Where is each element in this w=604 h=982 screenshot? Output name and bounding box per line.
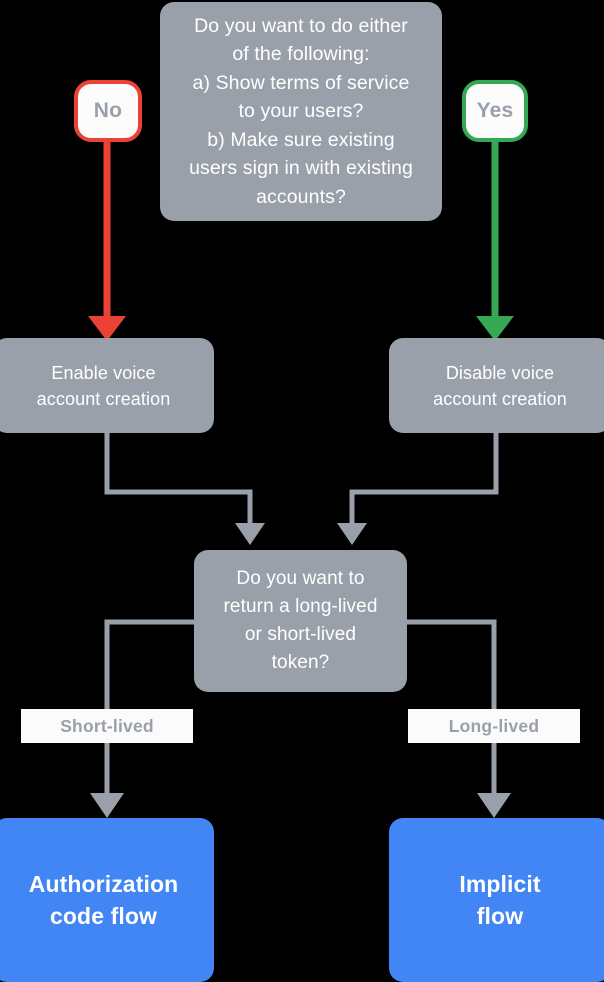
edge-label-short-lived-text: Short-lived bbox=[60, 715, 154, 736]
decision-2-line-3: or short-lived bbox=[244, 624, 357, 645]
edge-label-long-lived: Long-lived bbox=[408, 709, 580, 743]
decision-node-token-lifetime-text: Do you want to return a long-lived or sh… bbox=[214, 565, 388, 677]
decision-1-line-4: to your users? bbox=[238, 100, 364, 123]
edge-enable-to-decision2 bbox=[104, 430, 265, 545]
decision-2-line-1: Do you want to bbox=[236, 568, 365, 589]
terminal-node-implicit-flow-text: Implicit flow bbox=[459, 868, 540, 932]
auth-line-1: Authorization bbox=[28, 871, 179, 897]
implicit-line-2: flow bbox=[476, 903, 524, 929]
decision-node-account-creation-text: Do you want to do either of the followin… bbox=[179, 12, 423, 212]
decision-1-line-2: of the following: bbox=[232, 43, 370, 66]
decision-1-line-6: users sign in with existing bbox=[189, 157, 413, 180]
edge-disable-to-decision2 bbox=[337, 430, 499, 545]
process-node-enable-voice-account-creation[interactable]: Enable voice account creation bbox=[0, 338, 214, 433]
decision-node-account-creation[interactable]: Do you want to do either of the followin… bbox=[160, 2, 442, 221]
edge-no-to-enable bbox=[88, 140, 126, 341]
edge-label-short-lived: Short-lived bbox=[21, 709, 193, 743]
process-node-enable-text: Enable voice account creation bbox=[27, 360, 181, 412]
edge-yes-to-disable bbox=[476, 140, 514, 341]
decision-1-line-7: accounts? bbox=[256, 185, 346, 208]
decision-1-line-1: Do you want to do either bbox=[194, 14, 408, 37]
process-node-disable-voice-account-creation[interactable]: Disable voice account creation bbox=[389, 338, 604, 433]
process-node-disable-text: Disable voice account creation bbox=[423, 360, 577, 412]
enable-line-2: account creation bbox=[36, 388, 171, 409]
decision-1-line-5: b) Make sure existing bbox=[207, 128, 395, 151]
disable-line-2: account creation bbox=[433, 388, 567, 409]
decision-2-line-4: token? bbox=[271, 652, 330, 673]
decision-2-line-2: return a long-lived bbox=[223, 596, 378, 617]
edge-label-long-lived-text: Long-lived bbox=[448, 715, 540, 736]
answer-pill-no-label: No bbox=[93, 99, 123, 122]
terminal-node-authorization-code-flow[interactable]: Authorization code flow bbox=[0, 818, 214, 982]
terminal-node-implicit-flow[interactable]: Implicit flow bbox=[389, 818, 604, 982]
implicit-line-1: Implicit bbox=[459, 871, 541, 897]
answer-pill-yes-label: Yes bbox=[476, 99, 514, 122]
answer-pill-yes[interactable]: Yes bbox=[462, 80, 528, 142]
auth-line-2: code flow bbox=[50, 903, 157, 929]
answer-pill-no[interactable]: No bbox=[74, 80, 142, 142]
disable-line-1: Disable voice bbox=[445, 362, 555, 383]
enable-line-1: Enable voice bbox=[51, 362, 156, 383]
decision-1-line-3: a) Show terms of service bbox=[192, 71, 410, 94]
terminal-node-authorization-code-flow-text: Authorization code flow bbox=[29, 868, 179, 932]
decision-node-token-lifetime[interactable]: Do you want to return a long-lived or sh… bbox=[194, 550, 407, 692]
